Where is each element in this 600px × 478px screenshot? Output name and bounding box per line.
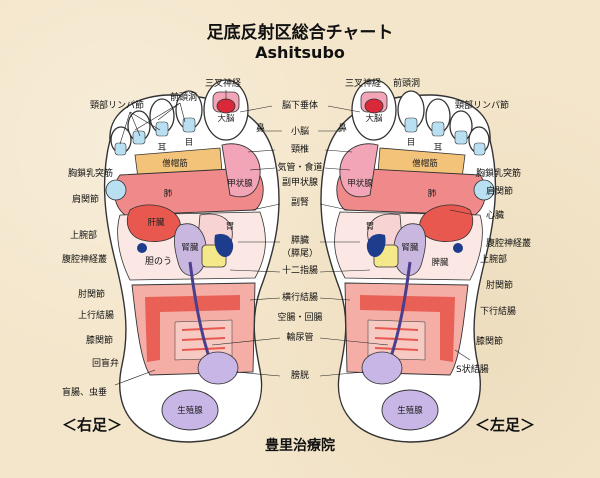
- right-foot-label: ＜右足＞: [62, 416, 122, 434]
- left-foot: [319, 78, 497, 444]
- label-hana-left: 鼻: [338, 122, 347, 134]
- organ-seishoku-left: 生殖腺: [397, 405, 423, 416]
- organ-soubou-right: 僧帽筋: [162, 158, 188, 169]
- organ-mimi-right: 耳: [158, 143, 167, 153]
- organ-dainou-left: 大脳: [365, 113, 383, 124]
- organ-hai-left: 肺: [428, 189, 437, 199]
- organ-kanzou: 肝臓: [147, 217, 165, 228]
- organ-dainou-right: 大脳: [217, 113, 235, 124]
- label-kyousa-left: 胸鎖乳突筋: [476, 167, 521, 179]
- right-foot: [103, 78, 281, 444]
- label-kenkan-right: 肩関節: [72, 193, 99, 205]
- organ-i-right: 胃: [226, 222, 235, 232]
- clinic-name: 豊里治療院: [265, 437, 335, 454]
- label-kikan: 気管・食道: [277, 161, 322, 173]
- left-labels: 三叉神経 前頭洞 頸部リンパ節 胸鎖乳突筋 肩関節 上腕部 腹腔神経叢 胆のう …: [62, 77, 241, 398]
- organ-hai-right: 肺: [164, 189, 173, 199]
- label-noukasui: 脳下垂体: [282, 99, 318, 111]
- label-shounou: 小脳: [291, 125, 309, 137]
- label-mouchou: 盲腸、虫垂: [62, 386, 107, 398]
- label-sansa-left: 三叉神経: [345, 77, 381, 89]
- label-hana-right: 鼻: [256, 122, 265, 134]
- label-sansa-right: 三叉神経: [205, 77, 241, 89]
- label-fukukou-left: 腹腔神経叢: [486, 237, 531, 249]
- leader-lines: [114, 90, 476, 386]
- organ-me-right: 目: [185, 138, 194, 148]
- label-kakou: 下行結腸: [480, 305, 516, 317]
- label-hiza-right: 膝関節: [86, 334, 113, 346]
- label-zento-right: 前頭洞: [170, 91, 197, 103]
- label-keibu-left: 頸部リンパ節: [455, 99, 509, 111]
- organ-jinzou-left: 腎臓: [401, 242, 419, 253]
- chart-title: 足底反射区総合チャート: [207, 22, 394, 43]
- label-keibu-right: 頸部リンパ節: [90, 99, 144, 111]
- label-kuuchou: 空腸・回腸: [277, 311, 322, 323]
- label-kaimou: 回盲弁: [92, 357, 119, 369]
- left-foot-label: ＜左足＞: [475, 416, 535, 434]
- label-zento-left: 前頭洞: [393, 77, 420, 89]
- label-suizou: 膵臓: [291, 235, 309, 246]
- organ-soubou-left: 僧帽筋: [412, 158, 438, 169]
- label-tannou: 胆のう: [145, 256, 172, 267]
- label-sjou: S状結腸: [456, 363, 489, 375]
- organ-seishoku-right: 生殖腺: [177, 405, 203, 416]
- label-suibi: （膵尾）: [282, 248, 318, 259]
- organ-jinzou-right: 腎臓: [181, 242, 199, 253]
- organ-labels: 大脳 大脳 目 耳 目 耳 僧帽筋 僧帽筋 肺 肺 甲状腺 甲状腺 肝臓 胃 胃…: [147, 113, 449, 416]
- label-joowan-right: 上腕部: [70, 229, 97, 241]
- label-kenkan-left: 肩関節: [486, 185, 513, 197]
- label-hiza-left: 膝関節: [476, 335, 503, 347]
- label-fukujin: 副腎: [291, 197, 309, 208]
- label-shinzou: 心臓: [486, 210, 504, 221]
- label-joowan-left: 上腕部: [480, 253, 507, 265]
- label-hiji-left: 肘関節: [486, 279, 513, 291]
- center-labels: 脳下垂体 鼻 鼻 小脳 頸椎 気管・食道 副甲状腺 副腎 膵臓 （膵尾） 十二指…: [256, 99, 347, 381]
- organ-koujou-left: 甲状腺: [347, 178, 373, 189]
- label-fukukoujou: 副甲状腺: [282, 176, 318, 188]
- label-oukou: 横行結腸: [282, 291, 318, 303]
- label-kyousa-right: 胸鎖乳突筋: [68, 167, 113, 179]
- chart-subtitle: Ashitsubo: [255, 43, 345, 62]
- label-juunishi: 十二指腸: [282, 264, 318, 276]
- right-labels: 三叉神経 前頭洞 頸部リンパ節 胸鎖乳突筋 肩関節 心臓 腹腔神経叢 上腕部 肘…: [345, 77, 531, 375]
- organ-koujou-right: 甲状腺: [227, 178, 253, 189]
- label-fukukou-right: 腹腔神経叢: [62, 253, 107, 265]
- label-joukou: 上行結腸: [78, 309, 114, 321]
- organ-hizou: 脾臓: [431, 257, 449, 268]
- organ-mimi-left: 耳: [434, 143, 443, 153]
- organ-me-left: 目: [407, 138, 416, 148]
- label-hiji-right: 肘関節: [78, 288, 105, 300]
- organ-i-left: 胃: [366, 222, 375, 232]
- label-boukou: 膀胱: [291, 369, 309, 381]
- label-keichu: 頸椎: [291, 143, 309, 155]
- label-yunyou: 輸尿管: [286, 331, 313, 343]
